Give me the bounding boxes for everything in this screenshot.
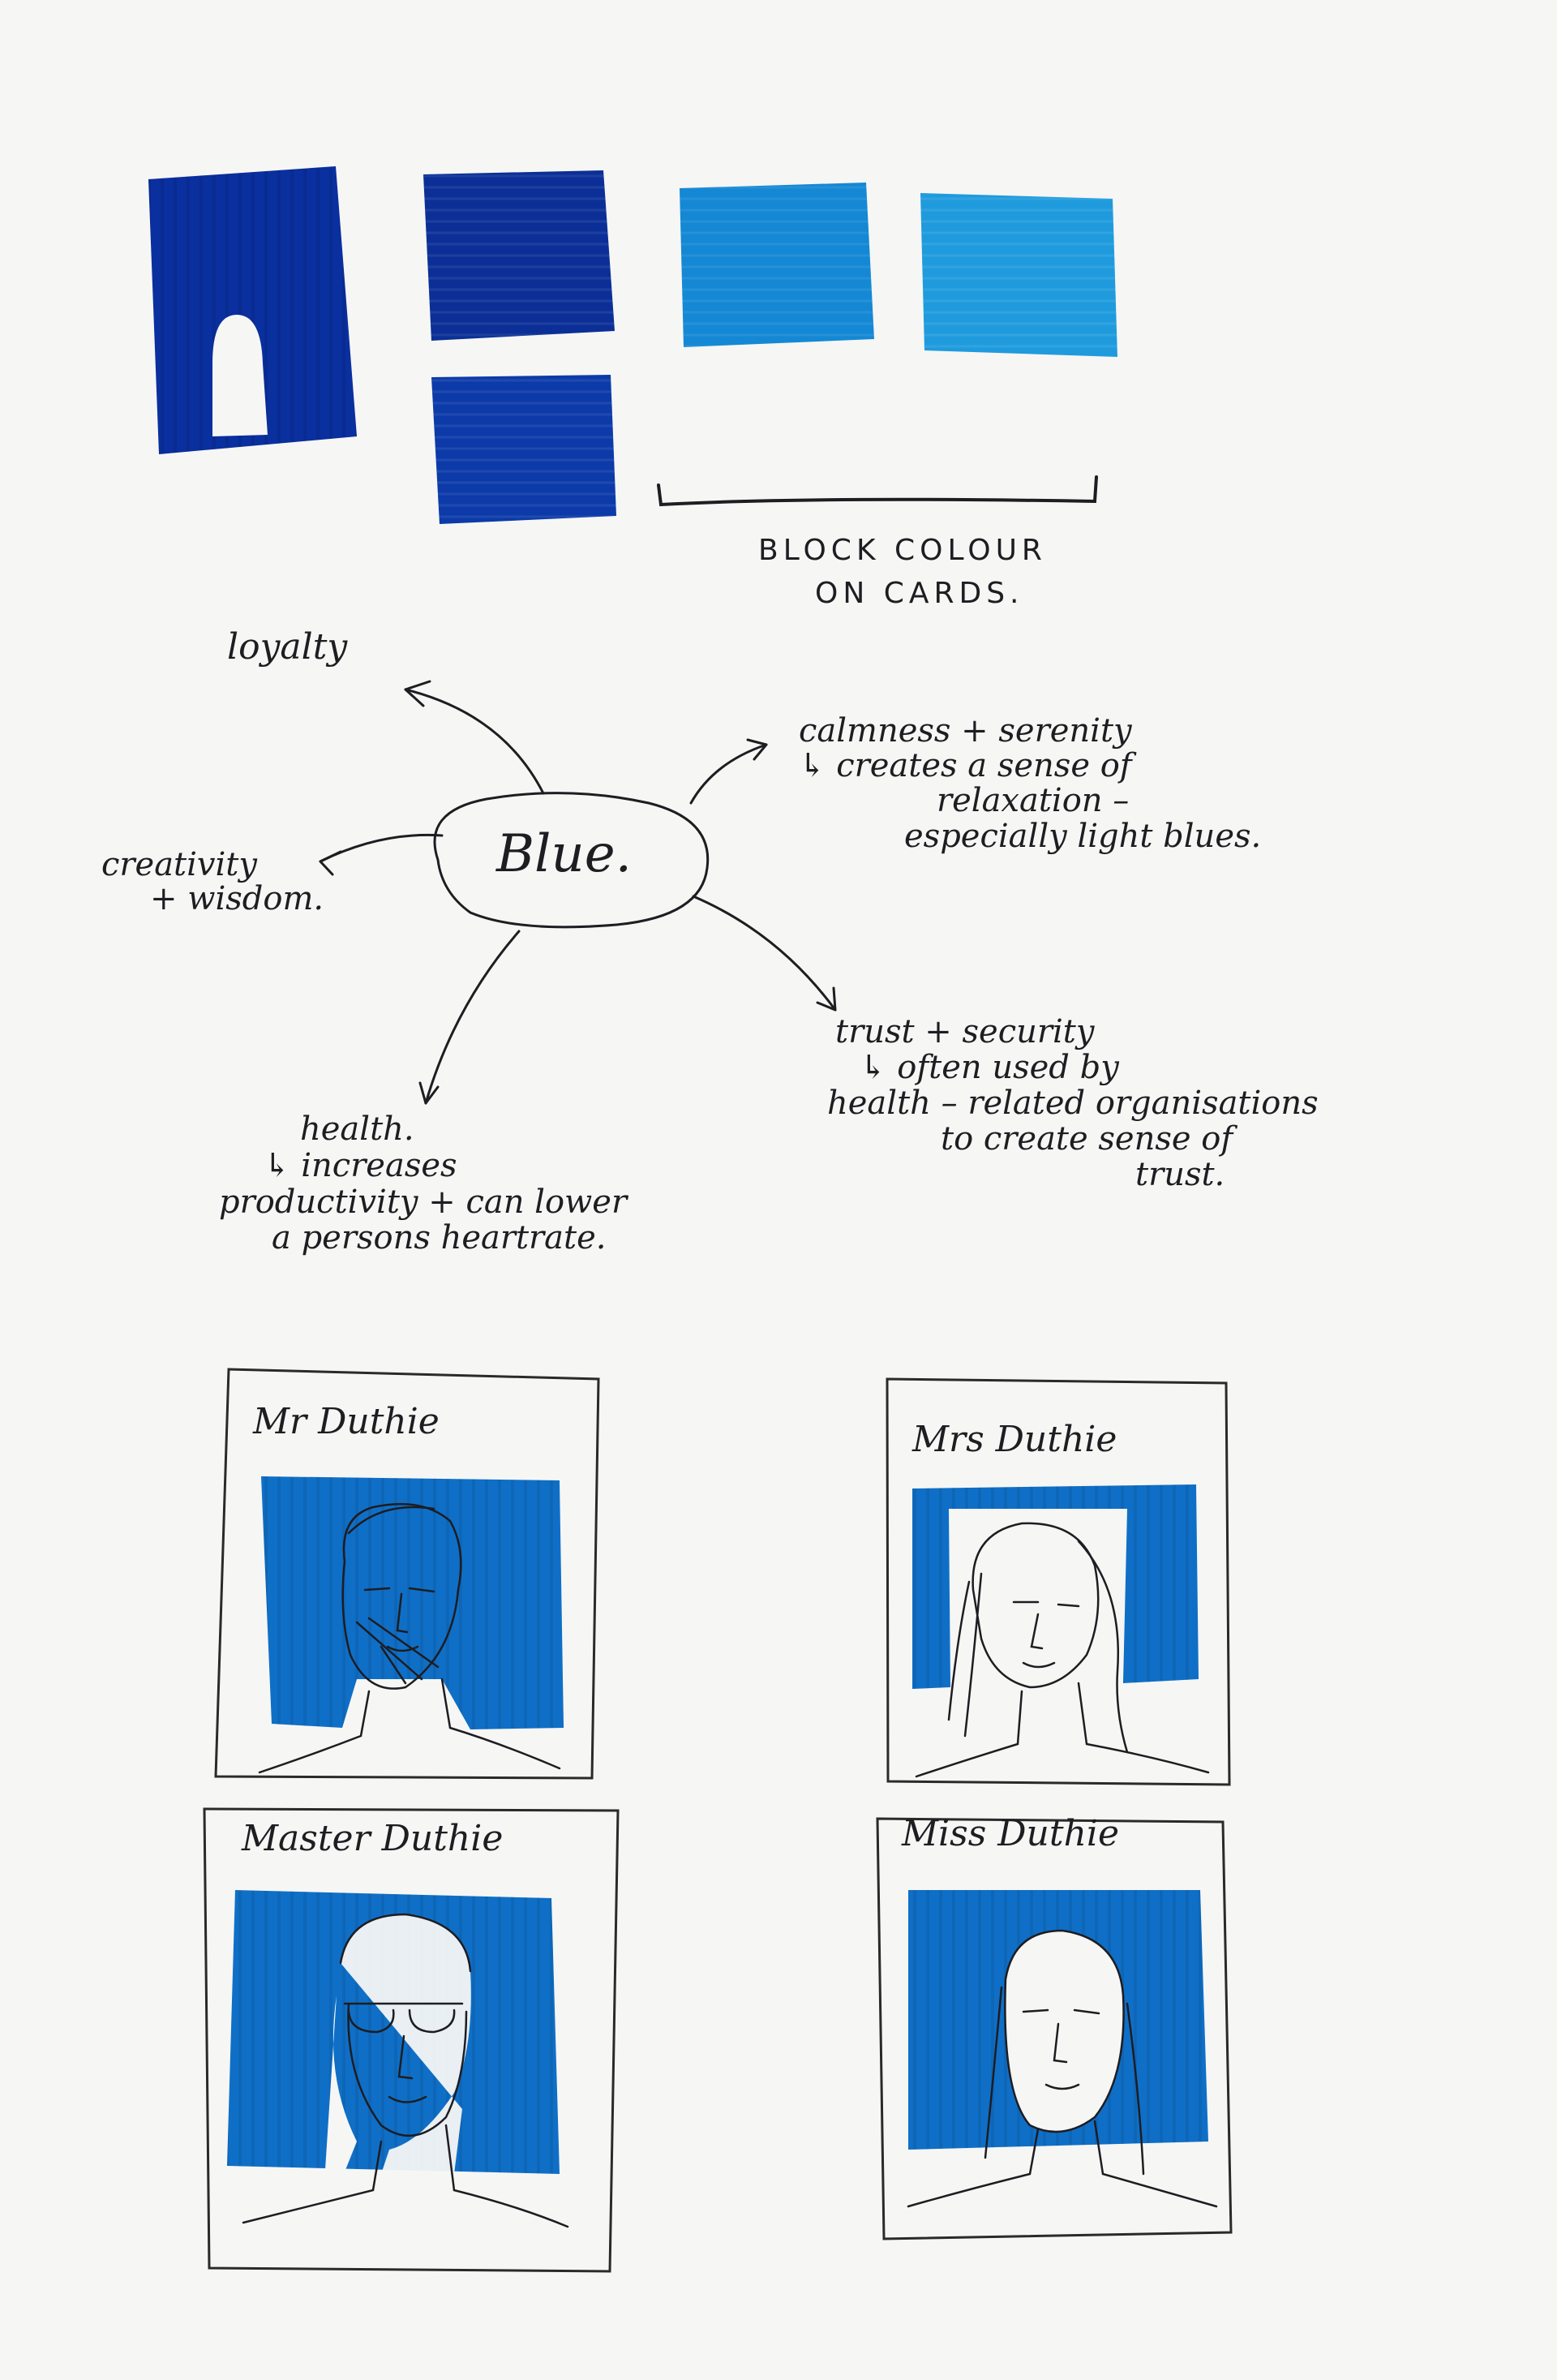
swatches-caption-line-1: BLOCK COLOUR [758,534,1047,567]
card-1-name: Mr Duthie [253,1401,440,1442]
caption-bracket [657,475,1098,507]
trust-line-2: ↳ often used by [860,1049,1119,1086]
creativity-line-1: creativity [101,846,257,883]
calmness-line-2: ↳ creates a sense of [799,747,1132,785]
card-2-name: Mrs Duthie [912,1419,1117,1460]
health-line-4: a persons heartrate. [272,1219,607,1257]
card-2-portrait [912,1484,1210,1778]
card-4-portrait [907,1890,1218,2208]
creativity-line-2: + wisdom. [150,880,324,917]
mindmap-calmness: calmness + serenity ↳ creates a sense of… [799,712,1262,855]
health-line-1: health. [300,1111,414,1148]
mindmap-creativity: creativity + wisdom. [101,848,324,916]
mindmap-lines [319,680,837,1105]
swatches-caption-line-2: ON CARDS. [815,577,1024,610]
swatch-arch [148,166,357,454]
card-frames [203,1368,1233,2273]
mindmap-center-oval [433,792,710,929]
health-line-2: ↳ increases [264,1146,457,1184]
mindmap-trust: trust + security ↳ often used by health … [827,1013,1319,1193]
trust-line-4: to create sense of [941,1120,1233,1158]
mindmap-center-label: Blue. [496,824,632,884]
trust-line-1: trust + security [835,1013,1095,1050]
card-4-name: Miss Duthie [902,1813,1120,1854]
card-3-portrait [227,1890,569,2228]
calmness-line-1: calmness + serenity [799,712,1132,750]
mindmap-health: health. ↳ increases productivity + can l… [219,1111,627,1257]
swatch-bright [680,183,874,347]
trust-line-5: trust. [1135,1156,1225,1193]
mindmap-loyalty: loyalty [227,626,348,668]
trust-line-3: health – related organisations [827,1085,1319,1122]
card-3-name: Master Duthie [242,1818,504,1859]
card-1-portrait [258,1476,564,1774]
swatch-light [920,193,1117,357]
health-line-3: productivity + can lower [219,1183,628,1221]
calmness-line-3: relaxation – [937,782,1130,820]
swatch-dark [423,170,615,341]
calmness-line-4: especially light blues. [904,817,1262,855]
swatch-mid [431,375,616,524]
